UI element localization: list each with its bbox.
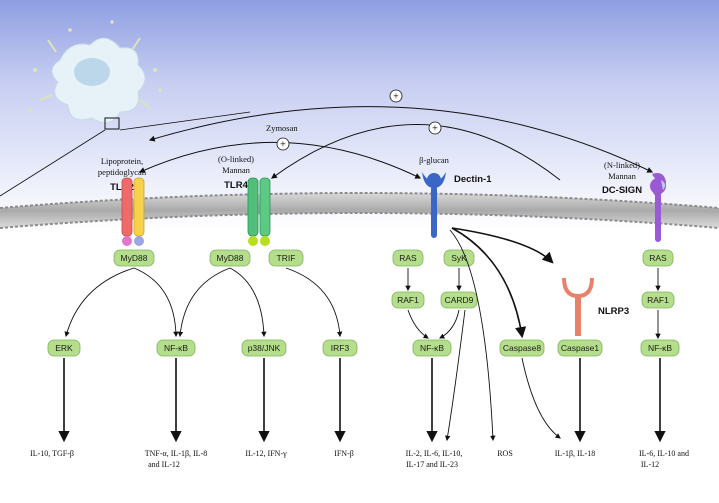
pathway-node-myd88-a: MyD88	[113, 249, 155, 267]
macrophage-icon	[28, 20, 162, 130]
node-label: RAF1	[397, 295, 419, 305]
pathway-node-raf1-b: RAF1	[641, 291, 675, 309]
crosstalk-arcs: + + + Zymosan	[138, 89, 654, 181]
output-text: IFN-β	[334, 449, 354, 458]
pathway-node-syk: SyK	[443, 249, 475, 267]
pathway-arrow	[451, 227, 527, 339]
output-text: IL-2, IL-6, IL-10,	[406, 449, 463, 458]
output-text: IL-12, IFN-γ	[245, 449, 287, 458]
pathway-node-nfkb-c: NF-κB	[640, 339, 680, 357]
pathway-node-erk: ERK	[47, 339, 81, 357]
zoom-line-right	[119, 111, 251, 131]
pathway-arrow	[449, 229, 496, 442]
output-text: and IL-12	[148, 460, 180, 469]
pathway-node-nfkb-b: NF-κB	[412, 339, 452, 357]
zymosan-label: Zymosan	[266, 123, 298, 133]
node-label: MyD88	[121, 253, 148, 263]
pathway-arrow	[229, 267, 267, 338]
pathway-node-caspase1: Caspase1	[557, 339, 603, 357]
pathway-arrow	[133, 267, 179, 338]
output-text: TNF-α, IL-1β, IL-8	[145, 449, 207, 458]
tlr4-name: TLR4	[224, 180, 248, 191]
pathway-node-p38jnk: p38/JNK	[241, 339, 287, 357]
node-label: NF-κB	[648, 343, 672, 353]
node-label: ERK	[55, 343, 73, 353]
dcsign-ligand-label: (N-linked)	[604, 160, 640, 170]
dcsign-receptor-icon	[650, 173, 666, 242]
tlr4-ligand-label: (O-linked)	[218, 154, 254, 164]
pathway-node-myd88-b: MyD88	[209, 249, 251, 267]
plus-sign: +	[280, 140, 286, 151]
node-label: p38/JNK	[248, 343, 281, 353]
node-label: CARD9	[445, 295, 474, 305]
output-text: IL-1β, IL-18	[555, 449, 596, 458]
node-label: NF-κB	[420, 343, 444, 353]
extracellular-background	[0, 0, 719, 230]
pathway-arrow	[445, 309, 466, 442]
node-label: RAS	[399, 253, 417, 263]
nlrp3-name: NLRP3	[598, 306, 629, 317]
dectin1-receptor-icon	[422, 172, 446, 238]
dectin1-name: Dectin-1	[454, 174, 492, 185]
pathway-arrow	[439, 309, 460, 339]
output-text: IL-17 and IL-23	[406, 460, 458, 469]
tlr4-receptor-icon	[247, 177, 271, 246]
output-text: IL-12	[641, 460, 659, 469]
cell-membrane	[0, 192, 719, 229]
plus-sign: +	[393, 92, 399, 103]
pathway-node-ras-a: RAS	[392, 249, 424, 267]
node-label: RAS	[649, 253, 667, 263]
pathway-arrow	[521, 357, 561, 439]
output-text: IL-10, TGF-β	[30, 449, 74, 458]
tlr2-ligand-label: Lipoprotein,	[101, 156, 143, 166]
node-label: Caspase8	[503, 343, 542, 353]
node-label: NF-κB	[164, 343, 188, 353]
pathway-arrow	[285, 267, 343, 338]
plus-sign: +	[432, 124, 438, 135]
pathway-node-irf3: IRF3	[322, 339, 358, 357]
tlr2-ligand-label: peptidoglycan	[98, 167, 147, 177]
zoom-line-left	[0, 129, 106, 197]
dectin1-ligand-label: β-glucan	[419, 155, 450, 165]
zoom-box	[104, 117, 120, 130]
pathway-arrow	[64, 267, 135, 338]
pathway-arrow	[177, 267, 231, 338]
dcsign-ligand-label: Mannan	[608, 171, 637, 181]
node-label: RAF1	[647, 295, 669, 305]
nlrp3-icon	[562, 277, 594, 336]
node-label: MyD88	[217, 253, 244, 263]
node-label: Caspase1	[561, 343, 600, 353]
pathway-arrow	[407, 309, 429, 339]
pathway-node-ras-b: RAS	[642, 249, 674, 267]
output-text: IL-6, IL-10 and	[639, 449, 689, 458]
pathway-node-raf1-a: RAF1	[391, 291, 425, 309]
tlr2-receptor-icon	[121, 177, 145, 246]
pathway-node-trif: TRIF	[268, 249, 304, 267]
dcsign-name: DC-SIGN	[602, 185, 642, 196]
pathway-node-caspase8: Caspase8	[499, 339, 545, 357]
pathway-arrow	[451, 227, 554, 264]
output-text: ROS	[497, 449, 513, 458]
node-label: TRIF	[277, 253, 296, 263]
pathway-node-nfkb-a: NF-κB	[156, 339, 196, 357]
pathway-node-card9: CARD9	[440, 291, 478, 309]
node-label: SyK	[451, 253, 467, 263]
tlr4-ligand-label: Mannan	[222, 165, 251, 175]
node-label: IRF3	[331, 343, 350, 353]
